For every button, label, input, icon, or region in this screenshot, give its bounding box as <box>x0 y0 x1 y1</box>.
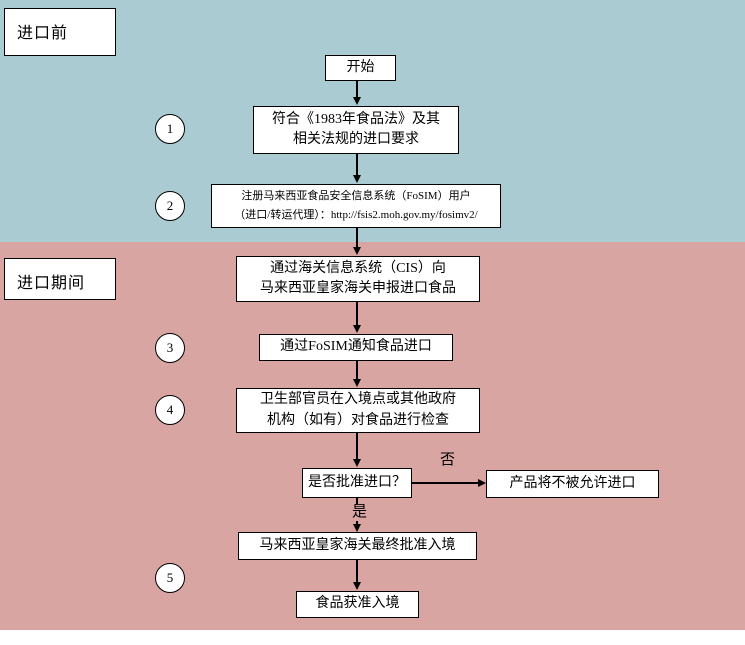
arrow-final-to-entry <box>353 560 361 590</box>
entry-granted-node: 食品获准入境 <box>296 591 419 618</box>
step-number-4: 4 <box>166 402 174 417</box>
during-import-label: 进口期间 <box>4 258 116 300</box>
step-number-1: 1 <box>166 121 174 136</box>
comply-requirements-node: 符合《1983年食品法》及其 相关法规的进口要求 <box>253 106 459 154</box>
no-branch-label: 否 <box>440 452 456 468</box>
arrow-declare-to-notify <box>353 302 361 333</box>
before-import-label: 进口前 <box>4 8 116 56</box>
customs-declare-node: 通过海关信息系统（CIS）向 马来西亚皇家海关申报进口食品 <box>236 256 480 302</box>
step-circle-1: 1 <box>155 114 185 144</box>
arrow-decision-to-rejected <box>412 479 486 487</box>
step-circle-3: 3 <box>155 333 185 363</box>
start-node: 开始 <box>325 55 396 81</box>
step-number-2: 2 <box>166 198 174 213</box>
step-circle-4: 4 <box>155 395 185 425</box>
register-fosim-node: 注册马来西亚食品安全信息系统（FoSIM）用户 （进口/转运代理）：http:/… <box>211 184 501 228</box>
step-number-3: 3 <box>166 340 174 355</box>
arrow-notify-to-inspect <box>353 361 361 387</box>
final-approval-node: 马来西亚皇家海关最终批准入境 <box>238 532 477 560</box>
yes-branch-label: 是 <box>350 504 370 521</box>
inspection-node: 卫生部官员在入境点或其他政府 机构（如有）对食品进行检查 <box>236 388 480 433</box>
arrow-start-to-comply <box>353 81 361 105</box>
rejected-node: 产品将不被允许进口 <box>486 470 659 498</box>
fosim-notify-node: 通过FoSIM通知食品进口 <box>259 334 453 361</box>
during-import-section-background <box>0 242 745 630</box>
step-circle-2: 2 <box>155 191 185 221</box>
arrow-register-to-declare <box>353 228 361 255</box>
step-circle-5: 5 <box>155 563 185 593</box>
step-number-5: 5 <box>166 570 174 585</box>
arrow-comply-to-register <box>353 154 361 183</box>
approval-decision-node: 是否批准进口？ <box>302 468 412 498</box>
arrow-inspect-to-decision <box>353 433 361 467</box>
